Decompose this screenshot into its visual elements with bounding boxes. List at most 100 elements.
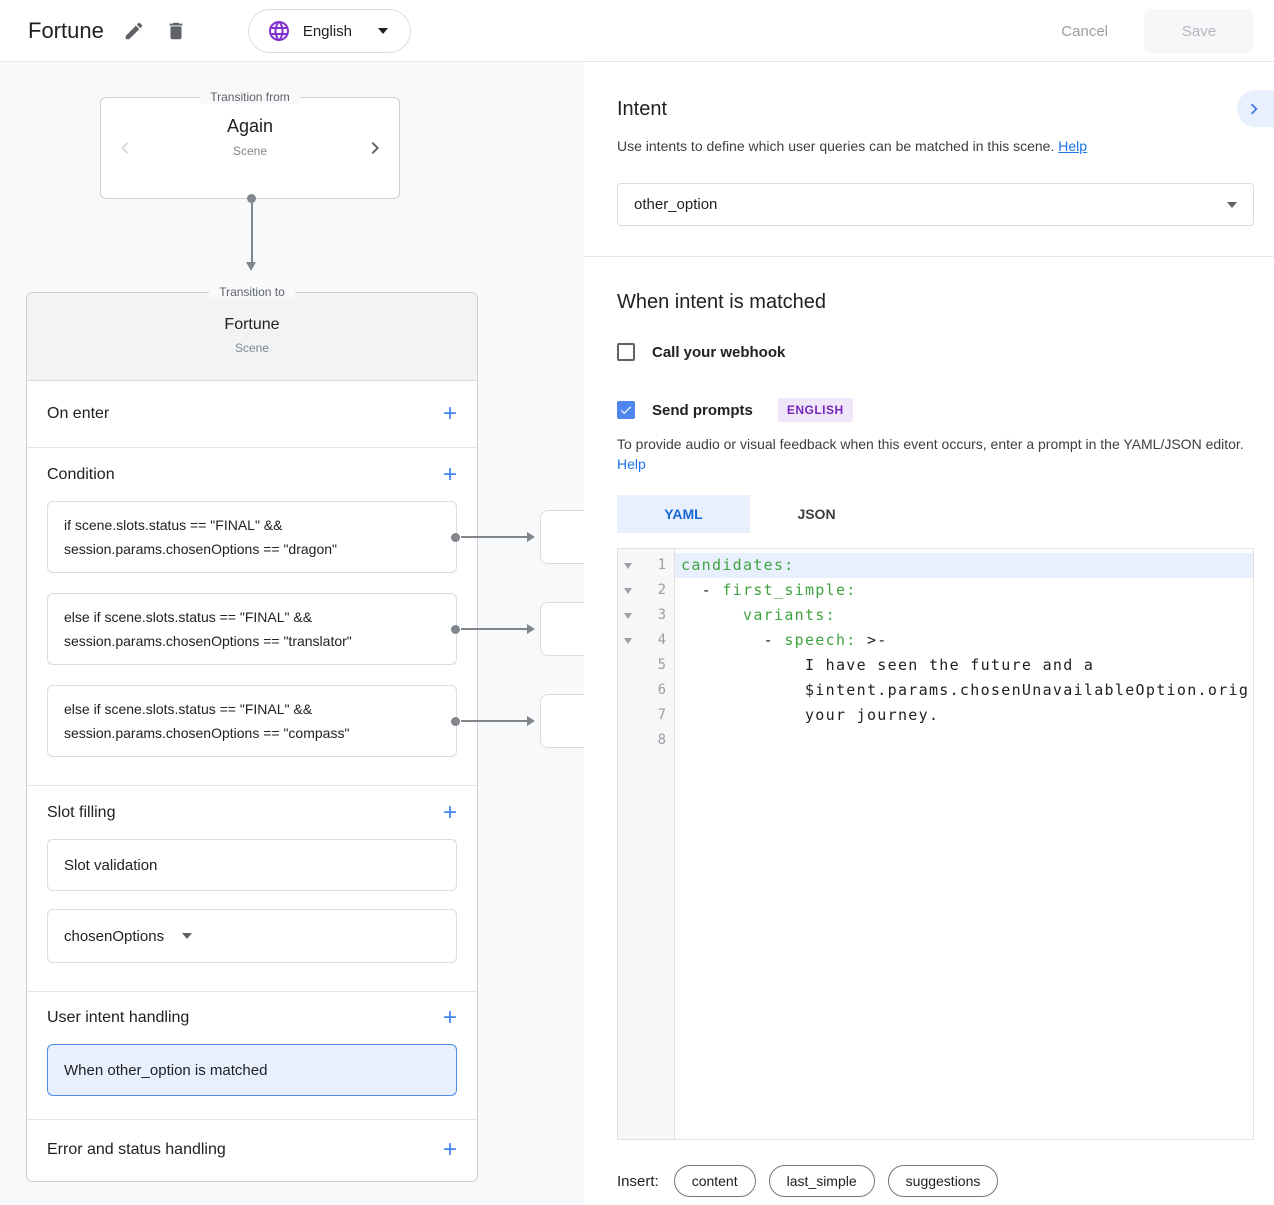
code-token: $intent.params.chosenUnavailableOption.o… <box>681 681 1250 699</box>
code-text: - speech: >- <box>675 628 1253 653</box>
insert-label: Insert: <box>617 1172 659 1190</box>
transition-to-legend: Transition to <box>209 285 295 299</box>
description-text: Use intents to define which user queries… <box>617 138 1055 154</box>
line-number: 2 <box>657 582 666 598</box>
send-prompts-checkbox-row[interactable]: Send prompts ENGLISH <box>617 398 853 422</box>
section-error-status-handling[interactable]: Error and status handling + <box>27 1120 477 1180</box>
line-number: 4 <box>657 632 666 648</box>
connector-line <box>461 628 527 630</box>
line-gutter: 1 <box>618 553 675 578</box>
section-slot-filling: Slot filling + Slot validation chosenOpt… <box>27 786 477 992</box>
intent-handler-label: When other_option is matched <box>64 1061 268 1079</box>
delete-scene-button[interactable] <box>164 19 188 43</box>
webhook-label: Call your webhook <box>652 343 786 361</box>
hint-help-link[interactable]: Help <box>617 456 646 472</box>
condition-text-line: session.params.chosenOptions == "dragon" <box>64 541 337 557</box>
fold-arrow-icon[interactable] <box>624 588 632 594</box>
webhook-checkbox-row[interactable]: Call your webhook <box>617 343 785 361</box>
add-slot-icon[interactable]: + <box>442 798 457 826</box>
editor-line[interactable]: 2 - first_simple: <box>618 578 1253 603</box>
editor-line[interactable]: 5 I have seen the future and a <box>618 653 1253 678</box>
insert-chip-last_simple[interactable]: last_simple <box>768 1165 875 1197</box>
matched-section-title: When intent is matched <box>617 291 826 313</box>
help-link[interactable]: Help <box>1058 138 1088 154</box>
prev-scene-button[interactable] <box>113 136 137 160</box>
condition-box[interactable]: else if scene.slots.status == "FINAL" &&… <box>47 685 584 757</box>
connector-dot <box>451 716 460 726</box>
cancel-button[interactable]: Cancel <box>1049 13 1120 50</box>
add-condition-icon[interactable]: + <box>442 460 457 488</box>
connector-arrowhead-icon <box>527 624 535 634</box>
section-on-enter[interactable]: On enter + <box>27 381 477 448</box>
collapse-panel-button[interactable] <box>1237 90 1274 127</box>
slot-parameter-box[interactable]: chosenOptions <box>47 909 457 963</box>
fold-arrow-icon[interactable] <box>624 563 632 569</box>
add-error-handler-icon[interactable]: + <box>442 1136 457 1163</box>
save-button[interactable]: Save <box>1144 9 1254 53</box>
error-status-handling-label: Error and status handling <box>47 1141 226 1158</box>
fold-arrow-icon[interactable] <box>624 638 632 644</box>
add-on-enter-icon[interactable]: + <box>442 400 457 427</box>
chevron-down-icon <box>378 28 389 34</box>
language-selector[interactable]: English <box>247 9 412 53</box>
condition-text-line: if scene.slots.status == "FINAL" && <box>64 517 283 533</box>
line-number: 6 <box>657 682 666 698</box>
connector-line <box>461 536 527 538</box>
language-label: English <box>302 22 353 40</box>
transition-target-card[interactable] <box>540 510 584 564</box>
globe-icon <box>267 19 291 43</box>
checkbox-checked-icon[interactable] <box>617 401 635 419</box>
next-scene-button[interactable] <box>363 136 387 160</box>
editor-line[interactable]: 8 <box>618 728 1253 753</box>
code-text: candidates: <box>675 553 1253 578</box>
slot-validation-box[interactable]: Slot validation <box>47 839 457 891</box>
transition-target-card[interactable] <box>540 602 584 656</box>
tab-yaml[interactable]: YAML <box>617 495 750 533</box>
line-number: 5 <box>657 657 666 673</box>
connector-arrowhead-icon <box>527 716 535 726</box>
transition-target-card[interactable] <box>540 694 584 748</box>
condition-text-line: session.params.chosenOptions == "compass… <box>64 725 350 741</box>
condition-box[interactable]: else if scene.slots.status == "FINAL" &&… <box>47 593 584 665</box>
page-title: Fortune <box>28 18 104 43</box>
connector-dot <box>451 624 460 634</box>
line-number: 7 <box>657 707 666 723</box>
tab-json[interactable]: JSON <box>797 506 836 522</box>
transition-arrow <box>246 194 257 274</box>
yaml-editor[interactable]: 1 candidates:2 - first_simple:3 variants:… <box>617 548 1254 1140</box>
edit-title-button[interactable] <box>122 19 146 43</box>
section-condition: Condition + if scene.slots.status == "FI… <box>27 448 584 786</box>
insert-chip-content[interactable]: content <box>673 1165 756 1197</box>
language-badge: ENGLISH <box>777 398 853 422</box>
chevron-right-icon <box>1243 98 1265 120</box>
line-number: 1 <box>657 557 666 573</box>
editor-line[interactable]: 6 $intent.params.chosenUnavailableOption… <box>618 678 1253 703</box>
editor-hint: To provide audio or visual feedback when… <box>617 434 1257 474</box>
panel-title: Intent <box>617 98 668 120</box>
send-prompts-label: Send prompts <box>652 401 753 419</box>
editor-line[interactable]: 3 variants: <box>618 603 1253 628</box>
insert-chip-suggestions[interactable]: suggestions <box>887 1165 999 1197</box>
chevron-left-icon <box>113 136 137 160</box>
line-gutter: 6 <box>618 678 675 703</box>
code-token: speech: <box>784 631 857 649</box>
intent-handler-item-selected[interactable]: When other_option is matched <box>47 1044 457 1096</box>
condition-text-line: else if scene.slots.status == "FINAL" && <box>64 609 313 625</box>
editor-line[interactable]: 1 candidates: <box>618 553 1253 578</box>
connector-line <box>461 720 527 722</box>
transition-from-card[interactable]: Transition from Again Scene <box>100 90 400 199</box>
line-number: 3 <box>657 607 666 623</box>
checkbox-unchecked-icon[interactable] <box>617 343 635 361</box>
add-intent-handler-icon[interactable]: + <box>442 1004 457 1031</box>
editor-gutter <box>618 549 675 1139</box>
condition-label: Condition <box>47 465 115 483</box>
connector-dot <box>451 532 460 542</box>
intent-select[interactable]: other_option <box>617 183 1254 226</box>
editor-line[interactable]: 7 your journey. <box>618 703 1253 728</box>
condition-box[interactable]: if scene.slots.status == "FINAL" && sessi… <box>47 501 584 573</box>
code-text: $intent.params.chosenUnavailableOption.o… <box>675 678 1253 703</box>
transition-to-card: Transition to Fortune Scene On enter + C… <box>26 285 584 1182</box>
transition-from-name: Again <box>226 116 274 136</box>
editor-line[interactable]: 4 - speech: >- <box>618 628 1253 653</box>
fold-arrow-icon[interactable] <box>624 613 632 619</box>
